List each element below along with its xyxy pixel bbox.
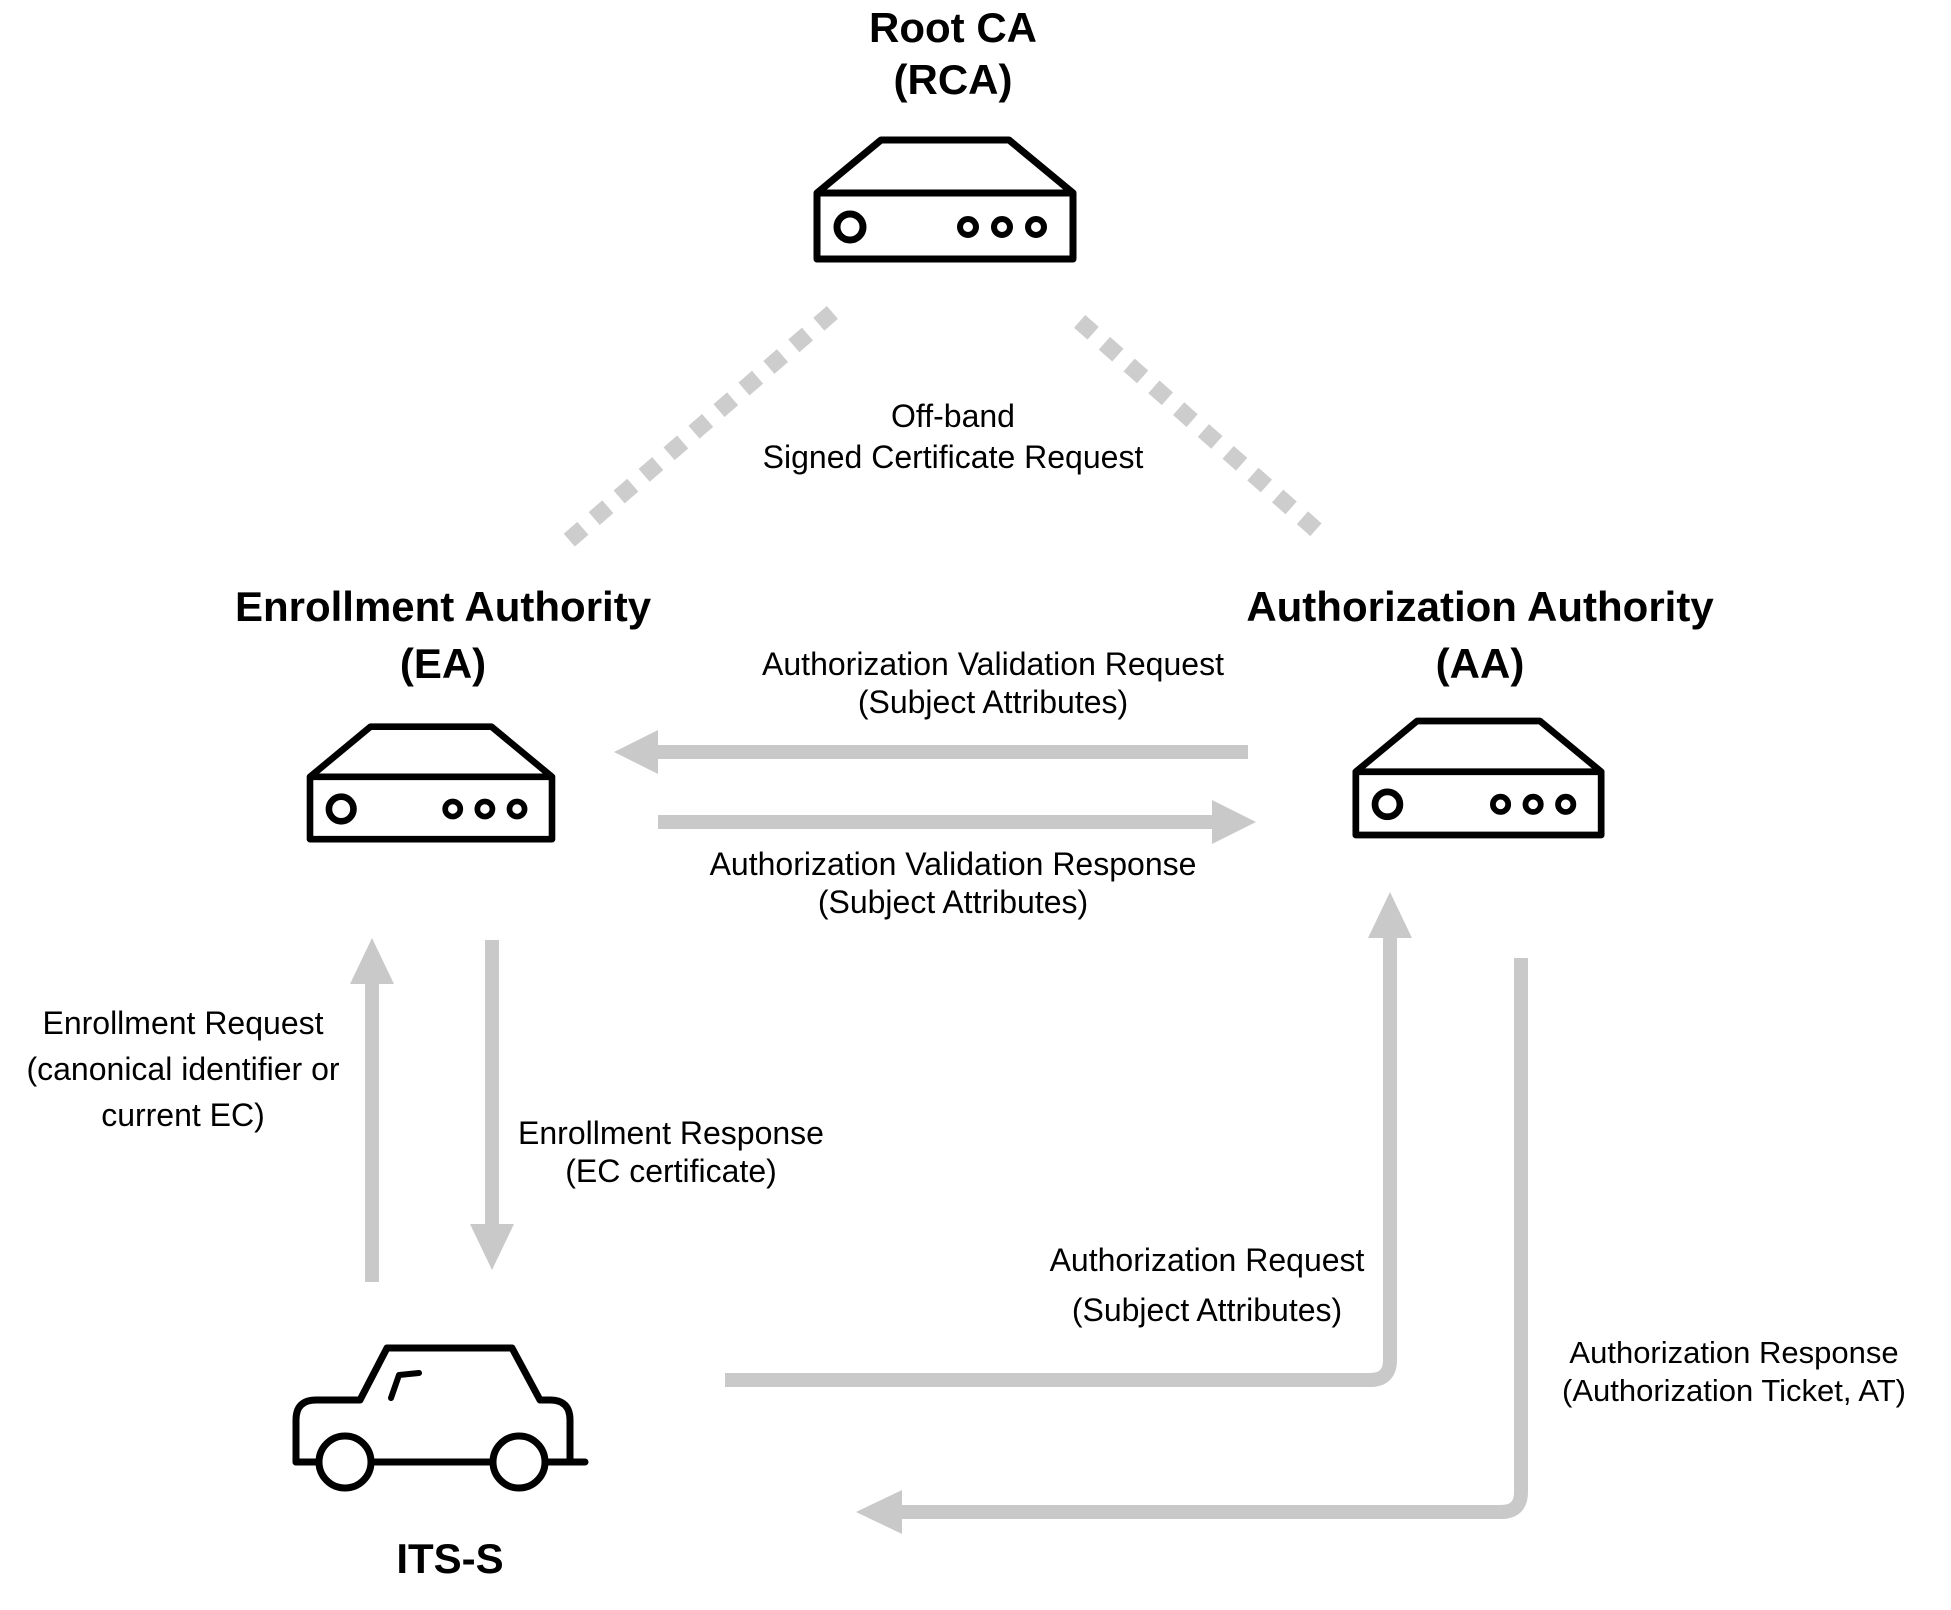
- aa-server-icon: [1352, 716, 1605, 839]
- aa-title-line2: (AA): [1435, 640, 1525, 687]
- authorization-request-label: Authorization Request (Subject Attribute…: [1050, 1235, 1365, 1335]
- validation-response-label: Authorization Validation Response (Subje…: [710, 845, 1197, 921]
- offband-label-line1: Off-band: [891, 398, 1015, 434]
- car-icon: [292, 1344, 589, 1492]
- enrollment-request-label-line3: current EC): [101, 1097, 265, 1133]
- enrollment-request-label: Enrollment Request (canonical identifier…: [26, 1000, 339, 1138]
- authorization-response-label: Authorization Response (Authorization Ti…: [1562, 1334, 1906, 1410]
- authorization-response-arrow: [856, 958, 1528, 1534]
- enrollment-request-label-line2: (canonical identifier or: [26, 1051, 340, 1087]
- rca-title-line1: Root CA: [869, 4, 1037, 51]
- validation-request-label: Authorization Validation Request (Subjec…: [762, 645, 1224, 721]
- rca-title-line2: (RCA): [893, 56, 1013, 103]
- ea-title: Enrollment Authority (EA): [235, 578, 651, 692]
- ea-title-line2: (EA): [399, 640, 487, 687]
- authorization-request-arrow: [725, 892, 1412, 1387]
- ea-title-line1: Enrollment Authority: [234, 583, 652, 630]
- validation-request-arrow: [614, 730, 1248, 774]
- ea-server-icon: [306, 722, 556, 843]
- authorization-request-label-line1: Authorization Request: [1049, 1242, 1365, 1278]
- enrollment-request-label-line1: Enrollment Request: [42, 1005, 324, 1041]
- validation-response-label-line2: (Subject Attributes): [817, 884, 1089, 920]
- authorization-response-label-line1: Authorization Response: [1569, 1335, 1899, 1370]
- offband-label-line2: Signed Certificate Request: [762, 439, 1144, 475]
- authorization-response-label-line2: (Authorization Ticket, AT): [1562, 1373, 1906, 1408]
- enrollment-response-arrow: [470, 940, 514, 1270]
- validation-request-label-line2: (Subject Attributes): [857, 684, 1129, 720]
- offband-label: Off-band Signed Certificate Request: [763, 396, 1144, 478]
- enrollment-response-label-line2: (EC certificate): [565, 1153, 777, 1189]
- rca-server-icon: [813, 135, 1077, 263]
- its-label: ITS-S: [396, 1535, 504, 1582]
- validation-request-label-line1: Authorization Validation Request: [762, 646, 1224, 682]
- offband-dashed-line-left: [562, 306, 838, 548]
- validation-response-arrow: [658, 800, 1256, 844]
- rca-title: Root CA (RCA): [869, 2, 1037, 106]
- enrollment-response-label-line1: Enrollment Response: [518, 1115, 824, 1151]
- enrollment-response-label: Enrollment Response (EC certificate): [518, 1114, 824, 1190]
- aa-title: Authorization Authority (AA): [1246, 578, 1713, 692]
- aa-title-line1: Authorization Authority: [1246, 583, 1714, 630]
- validation-response-label-line1: Authorization Validation Response: [709, 846, 1197, 882]
- authorization-request-label-line2: (Subject Attributes): [1071, 1292, 1343, 1328]
- offband-dashed-line-right: [1074, 315, 1343, 555]
- enrollment-request-arrow: [350, 938, 394, 1282]
